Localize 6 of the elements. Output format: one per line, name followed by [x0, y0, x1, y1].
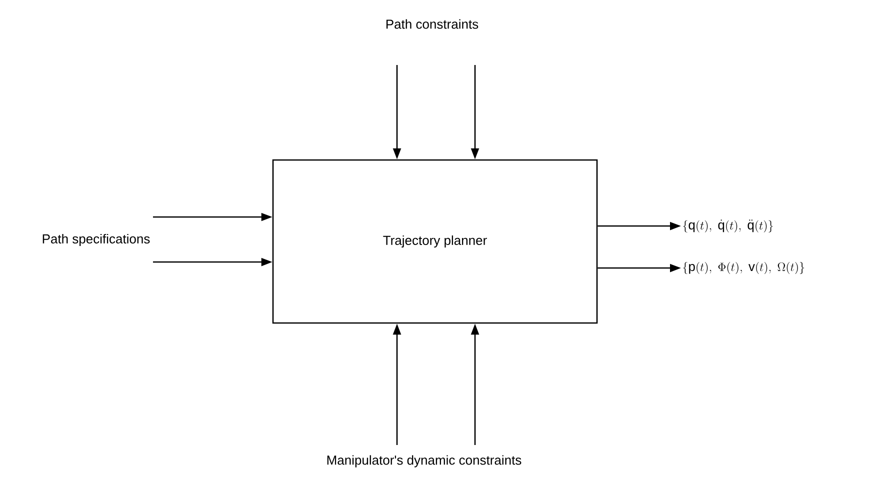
input-label: Path specifications	[42, 234, 150, 246]
input-label: Manipulator's dynamic constraints	[327, 455, 522, 468]
output-formula: $\{\mathrm{p}(t),\ \Phi(t),\ \mathrm{v}(t),\ \Omega(t)\}$	[683, 262, 804, 274]
input-label: Path constraints	[386, 19, 478, 29]
process-box: Trajectory planner	[272, 159, 598, 324]
output-formula: $\{\mathrm{q}(t),\ \dot{\mathrm{q}}(t),\ \ddot{\mathrm{q}}(t)\}$	[683, 220, 773, 232]
